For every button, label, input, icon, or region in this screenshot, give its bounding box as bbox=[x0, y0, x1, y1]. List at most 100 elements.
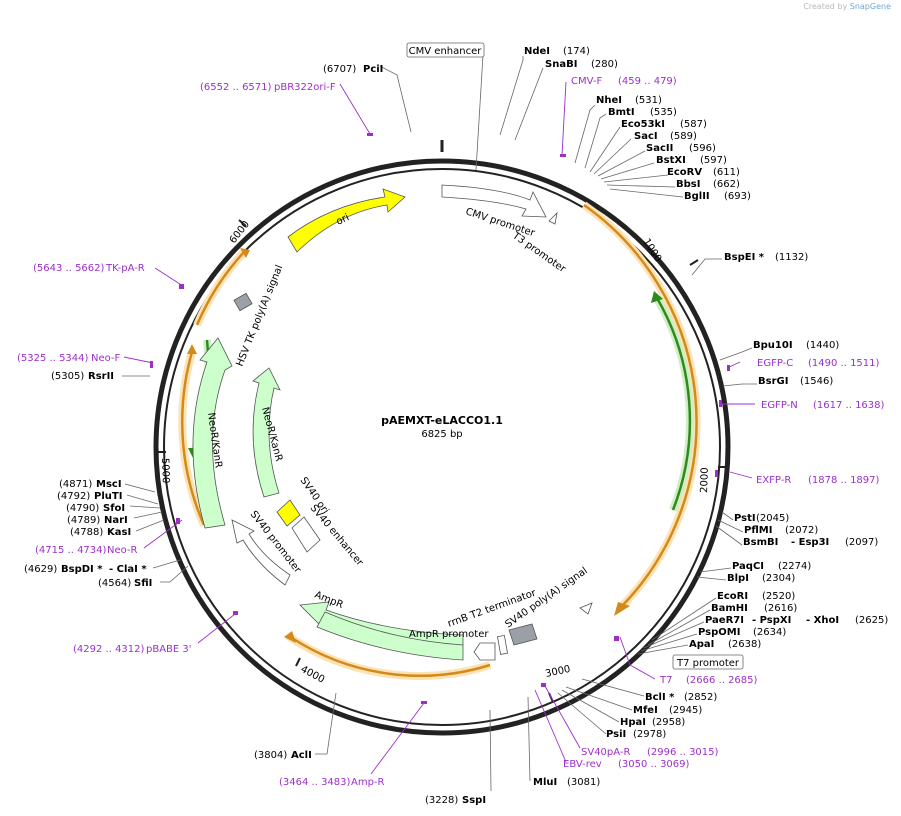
site-pflmi-pos: (2072) bbox=[785, 525, 818, 536]
primer-ebvrev-name: EBV-rev bbox=[563, 759, 602, 770]
site-sfii-name: SfiI bbox=[134, 578, 152, 589]
tick-label-3000: 3000 bbox=[544, 664, 571, 680]
site-bspei-name: BspEI * bbox=[724, 252, 765, 263]
orf-arc-bottom bbox=[291, 636, 491, 677]
primer-t7-range: (2666 .. 2685) bbox=[686, 675, 758, 686]
tick-label-4000: 4000 bbox=[299, 664, 327, 686]
primer-ebvrev-range: (3050 .. 3069) bbox=[618, 759, 690, 770]
site-blpi-pos: (2304) bbox=[762, 573, 795, 584]
site-snabi-pos: (280) bbox=[591, 59, 618, 70]
leader-lines bbox=[122, 54, 757, 792]
site-msci-pos: (4871) bbox=[59, 479, 92, 490]
site-sfii-pos: (4564) bbox=[98, 578, 131, 589]
site-pspomi-pos: (2634) bbox=[753, 627, 786, 638]
site-ecori-name: EcoRI bbox=[717, 591, 748, 602]
snapgene-logo: SnapGene bbox=[849, 2, 891, 11]
site-paer7i-pos: (2625) bbox=[855, 615, 888, 626]
site-nari-pos: (4789) bbox=[67, 515, 100, 526]
neor-inner-arrow bbox=[252, 367, 281, 498]
site-rsrii-pos: (5305) bbox=[51, 371, 84, 382]
site-ecorv-name: EcoRV bbox=[667, 167, 702, 178]
site-kasi-pos: (4788) bbox=[70, 527, 103, 538]
sv40-enhancer-box bbox=[291, 516, 321, 553]
site-bsmbi-pos: (2097) bbox=[845, 537, 878, 548]
site-sfoi-pos: (4790) bbox=[66, 503, 99, 514]
ori-arrow bbox=[287, 188, 406, 253]
site-saci-pos: (589) bbox=[670, 131, 697, 142]
site-eco53ki-pos: (587) bbox=[680, 119, 707, 130]
primer-egfpn-range: (1617 .. 1638) bbox=[813, 400, 885, 411]
ori-label: ori bbox=[335, 212, 351, 227]
ampr-promoter-arrow bbox=[473, 642, 496, 661]
primer-neof-name: Neo-F bbox=[91, 353, 121, 364]
site-hpai-name: HpaI bbox=[620, 717, 646, 728]
primer-pbr322-name: pBR322ori-F bbox=[274, 82, 336, 93]
backbone-inner-ring bbox=[163, 168, 721, 726]
site-bamhi-pos: (2616) bbox=[764, 603, 797, 614]
sv40-polya-box bbox=[508, 623, 538, 646]
site-sfoi-name: SfoI bbox=[103, 503, 125, 514]
site-bcli-name: BclI * bbox=[645, 692, 675, 703]
primer-neor-range: (4715 .. 4734) bbox=[35, 545, 107, 556]
site-acli-pos: (3804) bbox=[254, 750, 287, 761]
site-hpai-pos: (2958) bbox=[652, 717, 685, 728]
site-bbsi-name: BbsI bbox=[676, 179, 700, 190]
plasmid-length: 6825 bp bbox=[421, 429, 462, 440]
site-bspei-pos: (1132) bbox=[775, 252, 808, 263]
hsv-polya-label: HSV TK poly(A) signal bbox=[235, 264, 286, 369]
orf-arc-upper-left bbox=[195, 251, 245, 326]
credit-prefix: Created by bbox=[803, 2, 848, 11]
primer-sv40par-range: (2996 .. 3015) bbox=[647, 747, 719, 758]
t3-promoter-label: T3 promoter bbox=[509, 230, 568, 276]
orf-arc-halo-right bbox=[581, 201, 701, 611]
cmv-promoter-arrow bbox=[441, 184, 547, 218]
primer-ampr-name: Amp-R bbox=[351, 777, 385, 788]
site-pluti-pos: (4792) bbox=[57, 491, 90, 502]
site-bpu10i-pos: (1440) bbox=[806, 340, 839, 351]
backbone-outer-ring bbox=[153, 158, 731, 736]
sv40-ori-box bbox=[276, 499, 301, 527]
site-bstxi-name: BstXI bbox=[656, 155, 686, 166]
site-psii-name: PsiI bbox=[606, 729, 626, 740]
t3-promoter-marker bbox=[548, 211, 558, 225]
site-bspdi-pos: (4629) bbox=[24, 564, 57, 575]
site-pspomi-name: PspOMI bbox=[698, 627, 740, 638]
site-bcli-pos: (2852) bbox=[684, 692, 717, 703]
site-sspi-name: SspI bbox=[462, 795, 486, 806]
site-saci-name: SacI bbox=[634, 131, 658, 142]
primer-neor-name: Neo-R bbox=[107, 545, 138, 556]
site-nhei-name: NheI bbox=[596, 95, 622, 106]
primer-sv40par-name: SV40pA-R bbox=[581, 747, 630, 758]
t7-marker bbox=[579, 602, 593, 615]
primer-pbr322-range: (6552 .. 6571) bbox=[200, 82, 272, 93]
primer-pbabe3-name: pBABE 3' bbox=[146, 644, 192, 655]
site-pflmi-name: PflMI bbox=[744, 525, 772, 536]
t7-promoter-box bbox=[672, 654, 744, 670]
site-sacii-pos: (596) bbox=[689, 143, 716, 154]
orf-arrowhead-bottom bbox=[284, 631, 296, 643]
primer-pbabe3-range: (4292 .. 4312) bbox=[73, 644, 145, 655]
primer-marks bbox=[150, 133, 730, 704]
site-bspdi-name: BspDI * bbox=[61, 564, 103, 575]
site-mlui-pos: (3081) bbox=[567, 777, 600, 788]
site-bmti-pos: (535) bbox=[650, 107, 677, 118]
primer-egfpc-range: (1490 .. 1511) bbox=[808, 358, 880, 369]
orf-arc-left bbox=[181, 351, 206, 526]
site-nari-name: NarI bbox=[104, 515, 128, 526]
primer-exfpr-range: (1878 .. 1897) bbox=[808, 475, 880, 486]
snapgene-credit: Created by SnapGene bbox=[803, 2, 891, 11]
site-bbsi-pos: (662) bbox=[713, 179, 740, 190]
orf-arrowhead-right bbox=[614, 602, 630, 616]
orf-arcs bbox=[178, 201, 701, 680]
orf-arc-right bbox=[583, 203, 698, 607]
site-bglii-pos: (693) bbox=[724, 191, 751, 202]
site-msci-name: MscI bbox=[96, 479, 122, 490]
sv40-promoter-arrow bbox=[231, 519, 291, 586]
cmv-enhancer-label: CMV enhancer bbox=[409, 46, 483, 57]
primer-t7-name: T7 bbox=[659, 675, 672, 686]
site-paqci-pos: (2274) bbox=[778, 561, 811, 572]
t7-promoter-label: T7 promoter bbox=[676, 658, 740, 669]
primer-egfpc-name: EGFP-C bbox=[757, 358, 793, 369]
site-sspi-pos: (3228) bbox=[425, 795, 458, 806]
site-bpu10i-name: Bpu10I bbox=[753, 340, 793, 351]
